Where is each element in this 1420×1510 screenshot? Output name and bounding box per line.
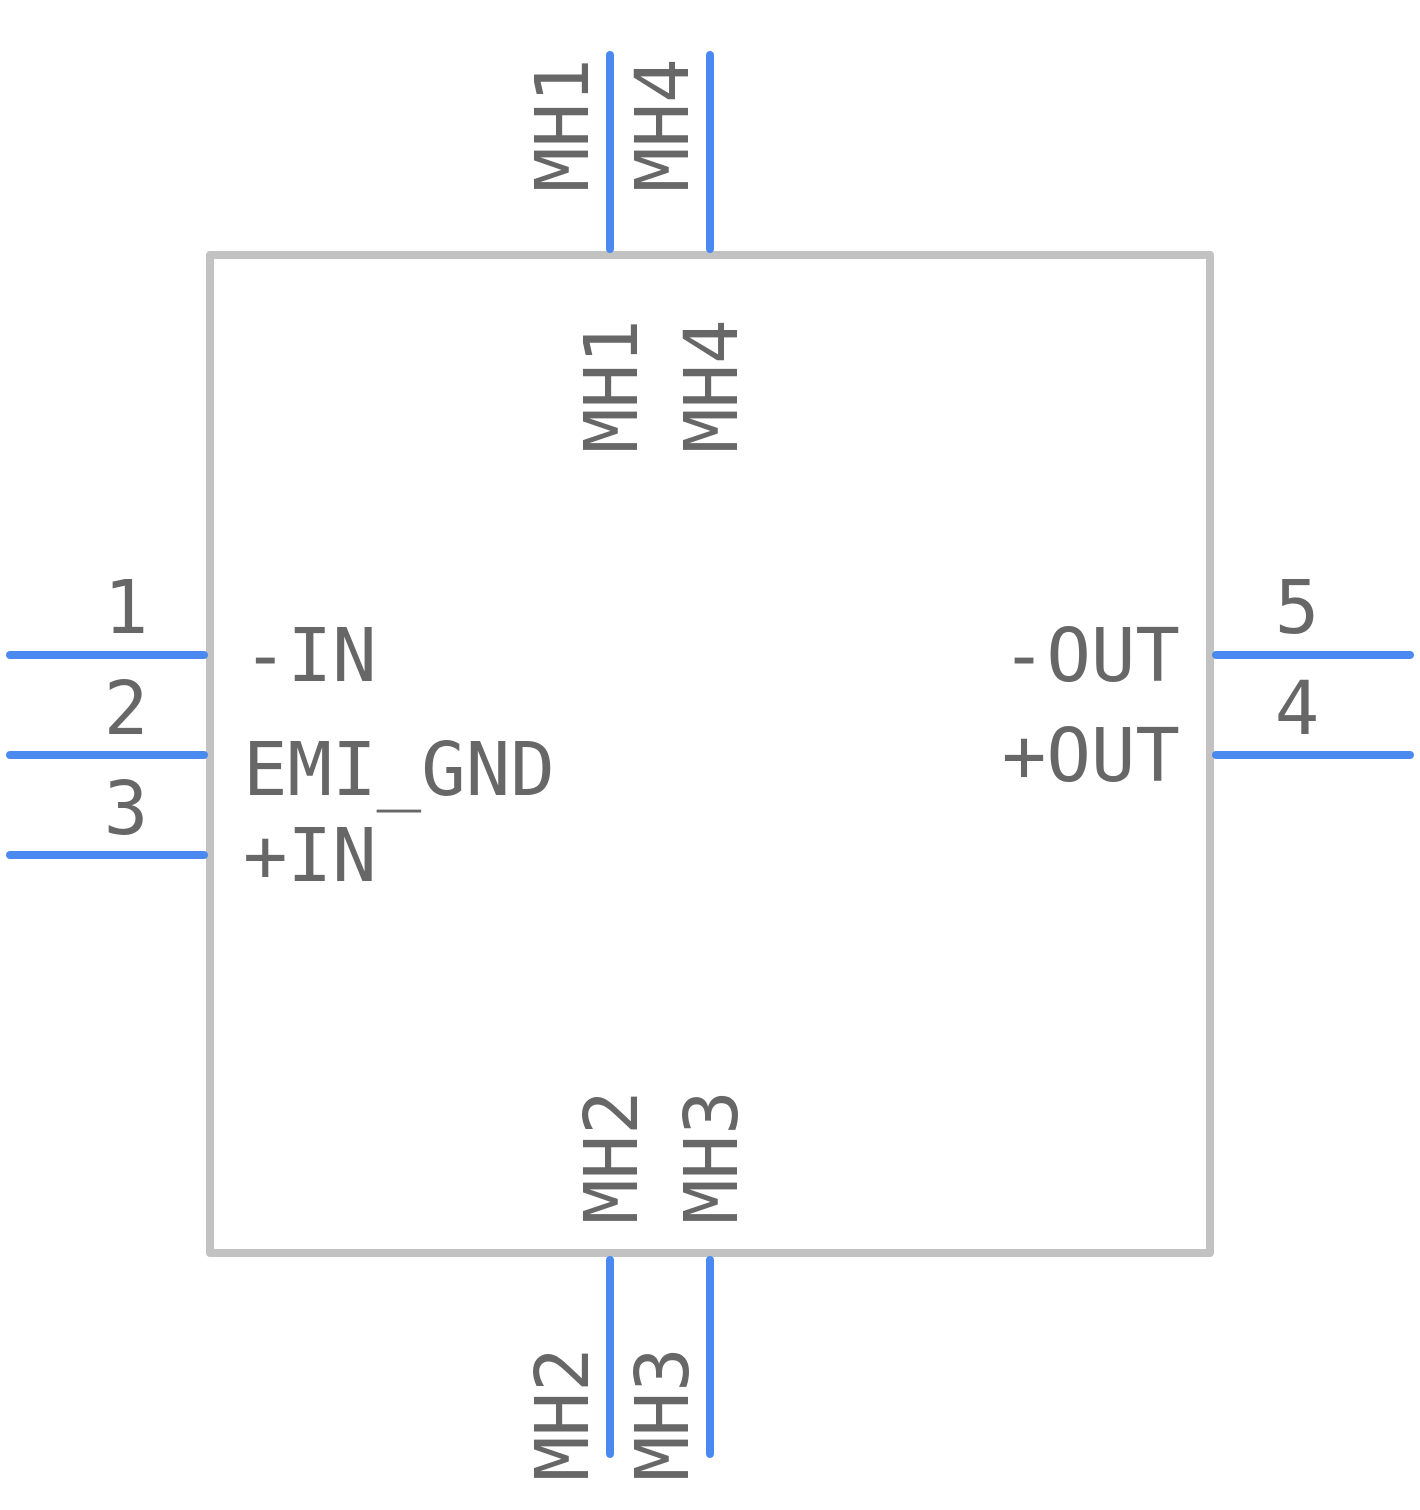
pin-3-number: 3 [104, 766, 149, 852]
pin-mh3-outer-label: MH3 [620, 1347, 706, 1481]
pin-5-number: 5 [1275, 565, 1320, 651]
pin-2-name: EMI_GND [243, 727, 555, 813]
pin-4-number: 4 [1275, 666, 1320, 752]
component-body [206, 251, 1214, 1257]
pin-5-name: -OUT [1002, 613, 1180, 699]
pin-mh3-inner-label: MH3 [669, 1090, 755, 1224]
pin-2-number: 2 [104, 666, 149, 752]
pin-mh4-inner-label: MH4 [669, 319, 755, 453]
pin-mh1-outer-label: MH1 [520, 58, 606, 192]
pin-mh2-outer-label: MH2 [520, 1347, 606, 1481]
pin-4-name: +OUT [1002, 713, 1180, 799]
pin-mh4-outer-label: MH4 [620, 58, 706, 192]
pin-3-name: +IN [243, 813, 377, 899]
pin-mh2-inner-label: MH2 [569, 1090, 655, 1224]
pin-1-number: 1 [104, 565, 149, 651]
pin-mh1-inner-label: MH1 [569, 319, 655, 453]
pin-1-name: -IN [243, 613, 377, 699]
